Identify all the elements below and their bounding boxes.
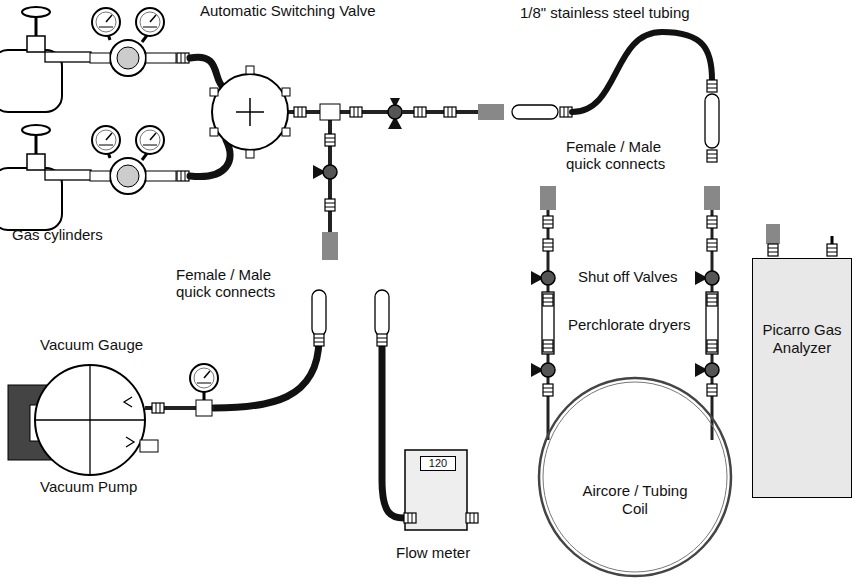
dryer-columns-part (542, 292, 554, 354)
switching-valve-part (313, 165, 337, 179)
switching-valve-part (246, 150, 254, 158)
switching-valve-part (350, 107, 362, 117)
switching-valve-part (282, 128, 290, 136)
hoses-part (190, 57, 224, 88)
node-text: 120 (421, 457, 455, 470)
switching-valve-part (210, 66, 290, 158)
part-label: Flow meter (396, 544, 470, 561)
switching-valve-part (246, 66, 254, 74)
switching-valve-part (322, 232, 338, 260)
part-label: Automatic Switching Valve (200, 2, 376, 19)
node-text: Picarro Gas Analyzer (757, 321, 847, 357)
analyzer-ports-part (831, 236, 834, 244)
dryer-columns-part (707, 294, 717, 306)
dryer-columns-part (706, 292, 718, 354)
coil-loop (539, 378, 731, 576)
dryer-columns-part (531, 363, 555, 377)
dryer-columns-part (707, 340, 717, 352)
switching-valve (210, 66, 572, 260)
vacuum-pump-part (152, 403, 164, 413)
flow-meter-display: 120 (420, 456, 456, 471)
analyzer-ports-part (766, 224, 780, 244)
vacuum-pump-part (140, 440, 158, 452)
part-label: 1/8" stainless steel tubing (520, 4, 690, 21)
part-label: Vacuum Pump (40, 478, 137, 495)
dryer-columns-part (707, 239, 717, 251)
part-label: Female / Male quick connects (176, 266, 288, 300)
switching-valve-part (212, 74, 288, 150)
dryer-columns-part (543, 384, 553, 396)
analyzer-ports (766, 224, 837, 256)
flow-meter-part (466, 513, 478, 523)
gas-cylinders-part (0, 125, 189, 230)
vacuum-pump-part (203, 392, 206, 400)
vacuum-pump-part (312, 290, 326, 336)
dryer-columns-part (543, 239, 553, 251)
vacuum-pump-part (35, 365, 145, 475)
vacuum-pump-part (126, 437, 134, 447)
stainless-tubing-part (705, 94, 719, 148)
hoses-part (214, 340, 319, 408)
vacuum-pump-part (89, 365, 90, 475)
gas-cylinders (0, 7, 189, 230)
dryer-columns-part (707, 384, 717, 396)
part-label: Gas cylinders (12, 226, 103, 243)
dryer-columns-part (531, 271, 555, 285)
switching-valve-part (444, 107, 456, 117)
vacuum-pump-part (314, 334, 324, 346)
vacuum-pump-part (190, 364, 218, 392)
switching-valve-part (388, 98, 402, 129)
stainless-tubing-part (707, 80, 717, 92)
part-label: Shut off Valves (578, 268, 678, 285)
part-label: Female / Male quick connects (566, 138, 678, 172)
flow-meter-part (404, 513, 416, 523)
switching-valve-part (282, 88, 290, 96)
coil-outline (535, 374, 735, 580)
dryer-columns-part (704, 186, 720, 210)
switching-valve-part (414, 107, 426, 117)
dryer-columns-part (707, 216, 717, 228)
vacuum-pump-part (196, 400, 212, 416)
vacuum-pump (8, 290, 326, 475)
tubing-coil: Aircore / Tubing Coil (535, 374, 735, 580)
flow-meter-part (375, 290, 389, 336)
switching-valve-part (294, 107, 306, 117)
switching-valve-part (249, 98, 251, 126)
switching-valve-part (320, 104, 340, 120)
switching-valve-part (210, 88, 218, 96)
node-text: Aircore / Tubing Coil (580, 482, 690, 518)
dryer-columns-part (543, 340, 553, 352)
stainless-tubing-part (572, 32, 712, 112)
dryer-columns-part (543, 294, 553, 306)
switching-valve-part (402, 110, 478, 114)
switching-valve-part (325, 199, 335, 211)
analyzer-ports-part (768, 244, 778, 256)
dryer-columns-part (695, 271, 719, 285)
switching-valve-part (325, 134, 335, 146)
switching-valve-part (478, 104, 504, 120)
part-label: Vacuum Gauge (40, 336, 143, 353)
part-label: Perchlorate dryers (568, 316, 691, 333)
switching-valve-part (512, 105, 558, 119)
dryer-columns-part (540, 186, 556, 210)
gas-analyzer-box: Picarro Gas Analyzer (752, 258, 852, 498)
hoses-part (190, 140, 230, 177)
switching-valve-part (210, 128, 218, 136)
analyzer-ports-part (827, 244, 837, 256)
stainless-tubing-part (707, 150, 717, 162)
coil-loop (543, 382, 727, 572)
flow-meter (375, 290, 478, 530)
dryer-columns-part (543, 216, 553, 228)
hoses-part (382, 340, 404, 518)
flow-meter-part (377, 334, 387, 346)
dryer-columns-part (695, 363, 719, 377)
vacuum-pump-part (124, 397, 132, 407)
gas-cylinders-part (0, 7, 189, 112)
flow-meter-part (405, 450, 467, 530)
